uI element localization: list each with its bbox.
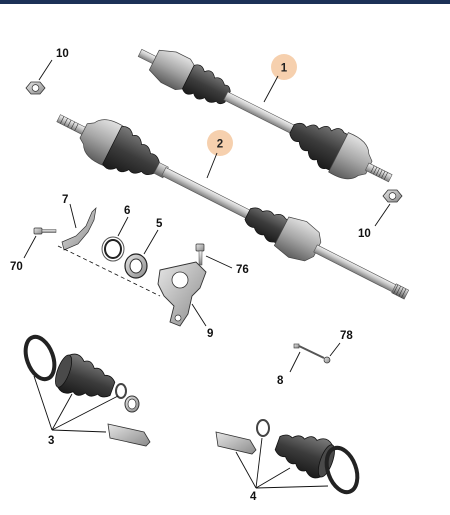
callout-10-top: 10 xyxy=(56,48,69,60)
bolt-70: 70 xyxy=(10,227,161,297)
callout-10-right: 10 xyxy=(358,228,371,240)
heat-shield-bracket: 7 xyxy=(61,194,97,251)
callout-8: 8 xyxy=(277,375,284,387)
callout-76: 76 xyxy=(236,264,249,276)
callout-78: 78 xyxy=(340,330,353,342)
boot-kit-4: 4 xyxy=(215,419,360,503)
driveshaft-exploded-diagram: 1 2 xyxy=(10,48,410,503)
header-bar xyxy=(0,0,450,4)
boot-kit-3: 3 xyxy=(23,334,151,447)
bearing-support-bracket: 9 xyxy=(157,261,213,340)
oil-seal: 6 xyxy=(101,205,130,262)
callout-9: 9 xyxy=(207,328,213,340)
hub-nut-top: 10 xyxy=(25,48,69,95)
driveshaft-2: 2 xyxy=(56,114,410,300)
callout-3: 3 xyxy=(48,435,54,447)
callout-1: 1 xyxy=(281,63,288,75)
callout-4: 4 xyxy=(250,491,257,503)
callout-5: 5 xyxy=(156,218,163,230)
callout-7: 7 xyxy=(62,194,68,206)
support-bearing: 5 xyxy=(124,218,163,279)
callout-6: 6 xyxy=(124,205,130,217)
callout-70: 70 xyxy=(10,261,23,273)
callout-2-highlight xyxy=(207,130,233,156)
callout-1-highlight xyxy=(271,54,297,80)
driveshaft-1: 1 xyxy=(137,48,393,183)
hub-nut-right: 10 xyxy=(358,189,403,240)
callout-2: 2 xyxy=(217,139,223,151)
bolt-76: 76 xyxy=(195,243,249,276)
clip-assembly: 8 78 xyxy=(277,330,353,387)
